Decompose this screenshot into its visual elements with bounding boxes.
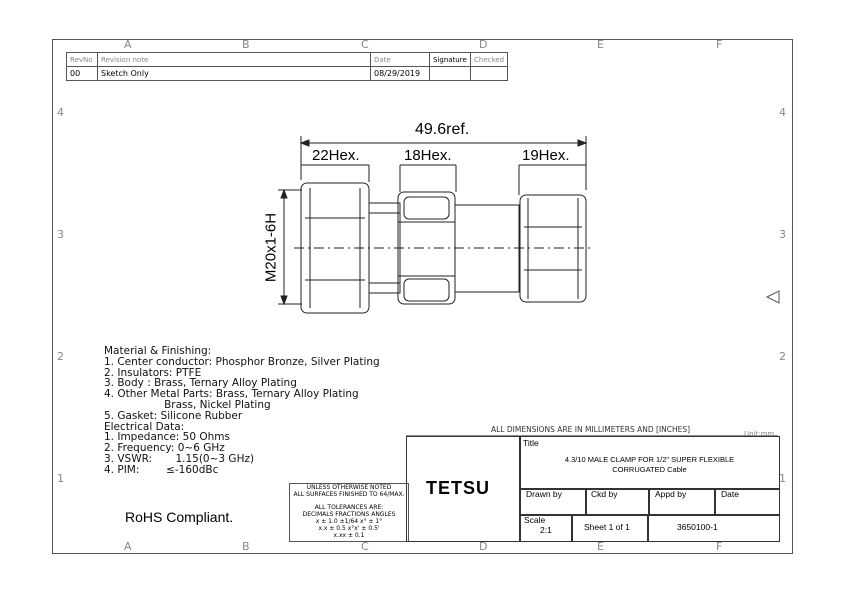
hex2-label: 18Hex. bbox=[404, 147, 452, 164]
tol-line6: x.x ± 0.5 x°x' ± 0.5' bbox=[318, 525, 380, 532]
zone-row-left-3: 3 bbox=[57, 228, 64, 241]
ckd-by-cell: Ckd by bbox=[585, 488, 650, 516]
note-line: 5. Gasket: Silicone Rubber bbox=[104, 409, 243, 422]
drawing-title-line1: 4.3/10 MALE CLAMP FOR 1/2" SUPER FLEXIBL… bbox=[564, 455, 735, 464]
zone-row-right-1: 1 bbox=[779, 472, 786, 485]
rohs-label: RoHS Compliant. bbox=[125, 509, 234, 525]
note-line: 1. Center conductor: Phosphor Bronze, Si… bbox=[104, 355, 380, 368]
material-notes: Material & Finishing:1. Center conductor… bbox=[104, 346, 380, 476]
zone-col-top-a: A bbox=[124, 38, 132, 51]
tol-line2: ALL SURFACES FINISHED TO 64/MAX. bbox=[293, 491, 405, 498]
zone-col-bottom-e: E bbox=[597, 540, 604, 553]
note-line: Brass, Nickel Plating bbox=[104, 398, 271, 411]
appd-by-label: Appd by bbox=[655, 489, 687, 499]
sheet-label: Sheet 1 of 1 bbox=[584, 522, 630, 532]
arrow-head-right bbox=[577, 139, 588, 147]
scale-cell: Scale 2:1 bbox=[519, 514, 573, 542]
tolerance-box: UNLESS OTHERWISE NOTED ALL SURFACES FINI… bbox=[289, 483, 409, 542]
tol-line7: x.xx ± 0.1 bbox=[333, 532, 365, 539]
triangle-marker-icon bbox=[765, 290, 780, 304]
hex1-label: 22Hex. bbox=[312, 147, 360, 164]
drawn-by-cell: Drawn by bbox=[519, 488, 587, 516]
part-number-cell: 3650100-1 bbox=[647, 514, 780, 542]
zone-row-left-4: 4 bbox=[57, 106, 64, 119]
note-line: 2. Insulators: PTFE bbox=[104, 366, 202, 379]
zone-col-bottom-f: F bbox=[716, 540, 723, 553]
zone-col-bottom-c: C bbox=[361, 540, 369, 553]
thread-arrow-top bbox=[280, 188, 288, 199]
zone-col-bottom-a: A bbox=[124, 540, 132, 553]
overall-dimension-label: 49.6ref. bbox=[415, 121, 470, 138]
note-line: 3. VSWR: 1.15(0~3 GHz) bbox=[104, 452, 255, 465]
arrow-head-left bbox=[299, 139, 310, 147]
note-line: Material & Finishing: bbox=[104, 345, 212, 357]
company-cell: TETSU bbox=[406, 436, 521, 542]
zone-row-left-2: 2 bbox=[57, 350, 64, 363]
tol-line1: UNLESS OTHERWISE NOTED bbox=[306, 484, 392, 491]
hex-nut-18 bbox=[397, 191, 456, 305]
zone-row-right-4: 4 bbox=[779, 106, 786, 119]
scale-value: 2:1 bbox=[540, 525, 552, 535]
rev-cell-date: 08/29/2019 bbox=[370, 66, 430, 81]
title-cell: Title 4.3/10 MALE CLAMP FOR 1/2" SUPER F… bbox=[519, 436, 780, 490]
scale-label: Scale bbox=[524, 515, 546, 525]
ckd-by-label: Ckd by bbox=[591, 489, 618, 499]
note-line: 1. Impedance: 50 Ohms bbox=[104, 431, 230, 444]
drawn-by-label: Drawn by bbox=[526, 489, 562, 499]
hex3-label: 19Hex. bbox=[522, 147, 570, 164]
date-cell: Date bbox=[714, 488, 780, 516]
note-line: 4. PIM: ≤-160dBc bbox=[104, 463, 219, 476]
zone-col-top-b: B bbox=[242, 38, 250, 51]
dimensions-note: ALL DIMENSIONS ARE IN MILLIMETERS AND [I… bbox=[491, 425, 691, 434]
part-number: 3650100-1 bbox=[677, 522, 718, 532]
tol-line5: x ± 1.0 ±1/64 x° ± 1° bbox=[315, 518, 383, 525]
tol-line3: ALL TOLERANCES ARE: bbox=[314, 504, 384, 511]
zone-row-left-1: 1 bbox=[57, 472, 64, 485]
zone-col-top-c: C bbox=[361, 38, 369, 51]
zone-col-top-d: D bbox=[479, 38, 488, 51]
thread-label: M20x1-6H bbox=[262, 212, 280, 283]
title-label: Title bbox=[523, 438, 539, 448]
zone-row-right-2: 2 bbox=[779, 350, 786, 363]
zone-row-right-3: 3 bbox=[779, 228, 786, 241]
unit-label: Unit:mm bbox=[744, 430, 775, 438]
revision-table: RevNo Revision note Date Signature Check… bbox=[66, 52, 509, 81]
note-line: 2. Frequency: 0~6 GHz bbox=[104, 442, 225, 455]
tol-line4: DECIMALS FRACTIONS ANGLES bbox=[302, 511, 396, 518]
sheet-cell: Sheet 1 of 1 bbox=[571, 514, 649, 542]
rev-cell-checked bbox=[469, 66, 509, 81]
company-logo: TETSU bbox=[426, 478, 491, 498]
note-line: 4. Other Metal Parts: Brass, Ternary All… bbox=[104, 388, 359, 401]
zone-col-bottom-d: D bbox=[479, 540, 488, 553]
thread-arrow-bottom bbox=[280, 295, 288, 306]
zone-col-top-f: F bbox=[716, 38, 723, 51]
appd-by-cell: Appd by bbox=[648, 488, 716, 516]
drawing-frame bbox=[52, 39, 793, 554]
date-label: Date bbox=[721, 489, 739, 499]
zone-col-top-e: E bbox=[597, 38, 604, 51]
note-line: 3. Body : Brass, Ternary Alloy Plating bbox=[104, 377, 297, 390]
drawing-title-line2: CORRUGATED Cable bbox=[612, 465, 687, 474]
note-line: Electrical Data: bbox=[104, 420, 185, 433]
zone-col-bottom-b: B bbox=[242, 540, 250, 553]
